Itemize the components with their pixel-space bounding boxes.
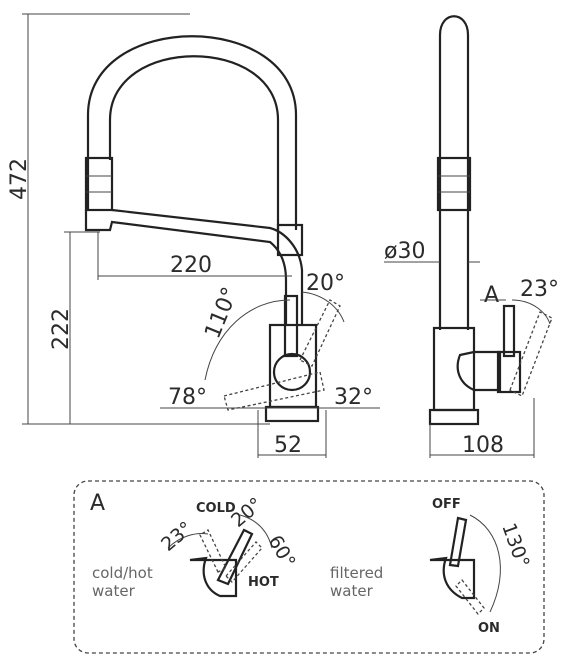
dim-angle-78: 78° — [168, 385, 207, 410]
side-base — [428, 408, 480, 426]
detail-filter: filtered water OFF ON 130° — [330, 497, 534, 636]
lever — [283, 294, 299, 358]
arc-110 — [204, 299, 291, 381]
detail-mixer: cold/hot water COLD HOT 23° 20° 60° — [92, 493, 300, 600]
detail-letter: A — [90, 491, 105, 516]
detail-hot: HOT — [248, 575, 279, 590]
detail-filter-lever — [448, 516, 468, 568]
spout-arm-top — [111, 208, 304, 325]
detail-angle-130: 130° — [497, 520, 533, 571]
lever-ghost-right — [299, 299, 341, 367]
detail-label-cold-hot: cold/hot — [92, 564, 153, 582]
detail-angle-20: 20° — [227, 493, 267, 532]
dim-angle-20: 20° — [306, 271, 345, 296]
detail-filter-base — [429, 556, 476, 600]
dim-reach: 220 — [170, 253, 212, 278]
detail-on: ON — [478, 621, 500, 636]
side-handle — [496, 350, 522, 394]
detail-angle-60: 60° — [264, 532, 300, 572]
gooseneck-inner — [108, 55, 280, 230]
detail-mixer-base — [189, 556, 238, 598]
detail-frame — [73, 480, 545, 654]
front-view: 472 222 220 110° 20° 78° 32° 52 — [7, 13, 380, 458]
side-body — [432, 326, 476, 412]
detail-box: A cold/hot water COLD HOT 23° 20° 60° fi… — [73, 480, 545, 654]
side-tube — [438, 15, 470, 330]
dim-tube-diameter: ø30 — [384, 239, 425, 264]
dim-spout-height: 222 — [49, 308, 74, 350]
gooseneck-outer — [86, 35, 298, 230]
detail-angle-23: 23° — [157, 517, 197, 556]
arc-20 — [301, 291, 345, 323]
detail-cold: COLD — [196, 501, 236, 516]
dim-side-depth: 108 — [462, 433, 504, 458]
lever-knob — [272, 352, 312, 392]
detail-off: OFF — [432, 497, 461, 512]
side-spray-head — [436, 156, 472, 212]
view-letter: A — [484, 283, 499, 308]
dim-angle-32: 32° — [334, 385, 373, 410]
dim-side-angle: 23° — [520, 277, 559, 302]
detail-mixer-lever — [216, 528, 254, 586]
dim-total-height: 472 — [7, 158, 32, 200]
dim-base-width: 52 — [274, 433, 302, 458]
collar — [276, 223, 304, 257]
side-lever-ghost — [509, 311, 553, 397]
dim-swivel: 110° — [200, 284, 243, 343]
spray-head — [84, 156, 114, 212]
detail-label-water-2: water — [330, 582, 374, 600]
side-lever — [502, 304, 516, 358]
base — [264, 405, 320, 423]
detail-label-filtered: filtered — [330, 564, 383, 582]
detail-label-water-1: water — [92, 582, 136, 600]
side-view: ø30 108 23° A — [384, 15, 559, 458]
lever-ghost-left — [223, 371, 325, 411]
side-handle-base — [456, 350, 502, 392]
